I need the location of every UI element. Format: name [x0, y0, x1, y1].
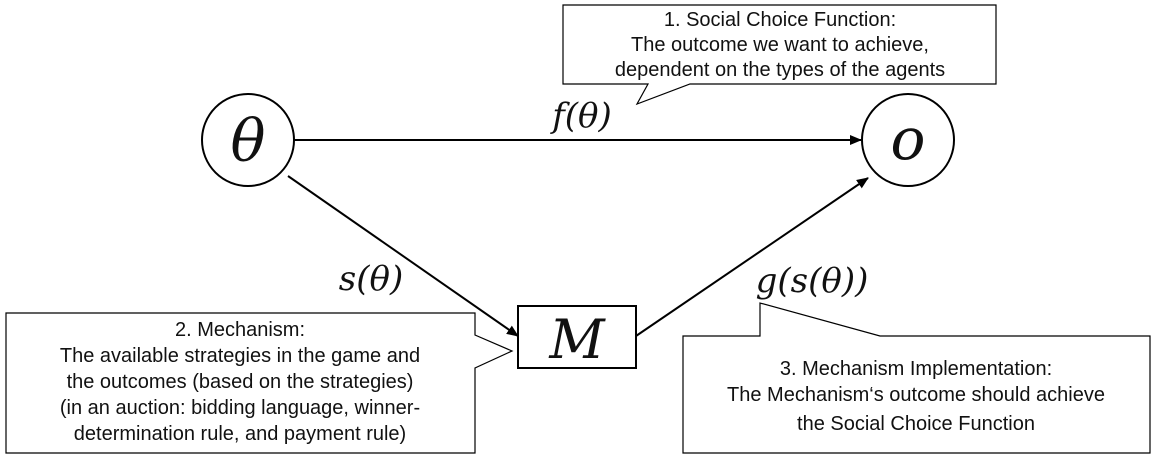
- callout-social-choice-line-1: 1. Social Choice Function:: [664, 9, 896, 31]
- callout-mechanism-line-2: The available strategies in the game and: [60, 345, 420, 367]
- callout-social-choice-box: [562, 4, 997, 106]
- node-mechanism-box: [517, 305, 637, 369]
- node-outcome-label: o: [891, 105, 926, 173]
- callout-mechanism-line-1: 2. Mechanism:: [175, 319, 305, 341]
- node-outcome-circle: [861, 93, 955, 187]
- node-mechanism: M: [517, 305, 637, 371]
- node-mechanism-label: M: [548, 308, 606, 371]
- callout-implementation-line-1: 3. Mechanism Implementation:: [780, 358, 1052, 380]
- node-theta: θ: [201, 93, 295, 187]
- node-theta-label: θ: [231, 107, 266, 175]
- edge-label-g-s-theta: g(s(θ)): [756, 261, 869, 301]
- callout-mechanism-box: [5, 312, 514, 454]
- callout-mechanism-line-4: (in an auction: bidding language, winner…: [60, 397, 420, 419]
- callout-implementation-line-3: the Social Choice Function: [797, 413, 1035, 435]
- callout-implementation: 3. Mechanism Implementation: The Mechani…: [682, 302, 1151, 454]
- edge-label-s-theta: s(θ): [339, 259, 403, 299]
- node-theta-circle: [201, 93, 295, 187]
- callout-social-choice: 1. Social Choice Function: The outcome w…: [562, 4, 997, 106]
- callout-social-choice-line-3: dependent on the types of the agents: [615, 59, 945, 81]
- callout-implementation-line-2: The Mechanism‘s outcome should achieve: [727, 384, 1105, 406]
- node-outcome: o: [861, 93, 955, 187]
- edge-theta-to-mechanism: [287, 175, 519, 337]
- edge-label-f-theta: f(θ): [549, 96, 612, 136]
- callout-mechanism-line-3: the outcomes (based on the strategies): [67, 371, 414, 393]
- callout-social-choice-line-2: The outcome we want to achieve,: [631, 34, 929, 56]
- callout-implementation-box: [682, 302, 1151, 454]
- callout-mechanism: 2. Mechanism: The available strategies i…: [5, 312, 514, 454]
- edge-mechanism-to-outcome: [635, 177, 869, 337]
- callout-mechanism-line-5: determination rule, and payment rule): [74, 423, 406, 445]
